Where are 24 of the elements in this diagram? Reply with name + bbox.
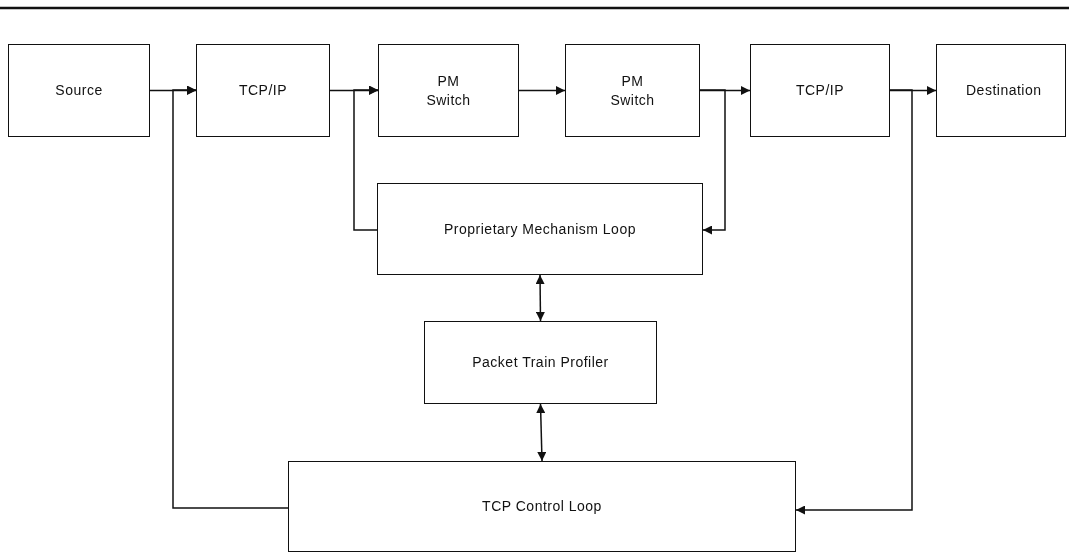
arrow	[172, 85, 289, 509]
arrow	[353, 85, 379, 231]
switch-box	[378, 44, 519, 137]
node-label: PM Switch	[425, 72, 472, 109]
node-label: Source	[55, 81, 103, 100]
arrow	[699, 89, 726, 235]
node-label: Packet Train Profiler	[472, 353, 609, 372]
arrow	[795, 89, 913, 515]
process-box	[424, 321, 657, 404]
loop-box	[377, 183, 703, 275]
node-label: TCP/IP	[795, 81, 845, 100]
node-label: TCP Control Loop	[482, 497, 602, 516]
loop-box	[288, 461, 796, 552]
arrow	[535, 274, 545, 322]
node-label: TCP/IP	[238, 81, 288, 100]
process-box	[750, 44, 890, 137]
process-box	[8, 44, 150, 137]
process-box	[936, 44, 1066, 137]
switch-box	[565, 44, 700, 137]
process-box	[196, 44, 330, 137]
arrow	[518, 86, 566, 95]
arrow	[536, 403, 547, 462]
node-label: PM Switch	[609, 72, 656, 109]
node-label: Proprietary Mechanism Loop	[444, 219, 636, 239]
